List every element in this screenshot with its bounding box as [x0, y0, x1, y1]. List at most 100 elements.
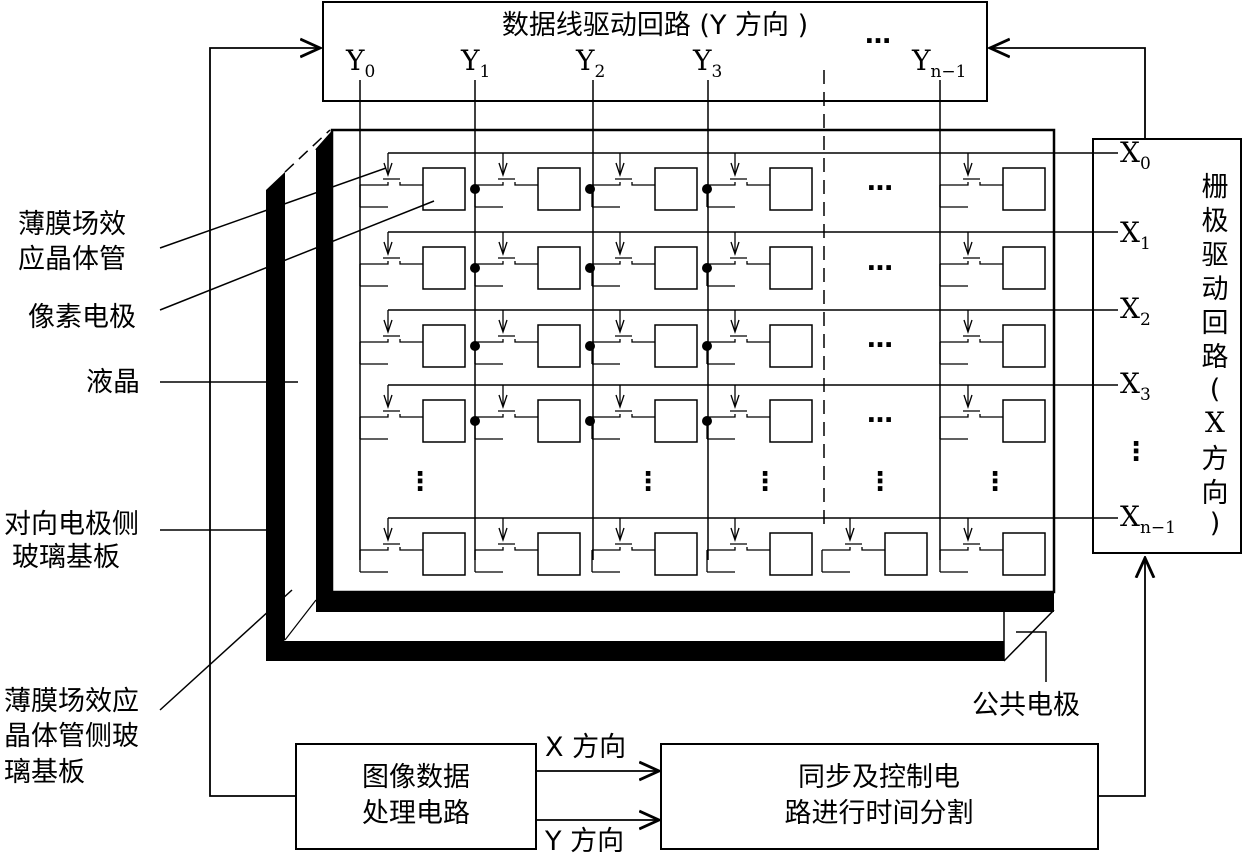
- pixel-electrode-r1c3: [769, 246, 813, 290]
- pixel-electrode-r1c1: [537, 246, 581, 290]
- feedback-loops: [209, 48, 1145, 797]
- tft-drain: [979, 339, 1003, 343]
- gate-arrow: [615, 241, 625, 257]
- tft-drain: [399, 339, 423, 343]
- gate-arrow: [615, 162, 625, 178]
- x-vertical-ellipsis: ⋮: [1123, 437, 1149, 467]
- pixel-matrix: …………⋮⋮⋮⋮⋮: [359, 70, 1118, 576]
- pixel-electrode-r2c0: [422, 324, 466, 368]
- tft-source: [592, 182, 621, 186]
- sync-control-circuit: [660, 743, 1099, 850]
- tft-drain: [399, 547, 423, 551]
- image-processor-line1: 图像数据: [362, 762, 470, 793]
- gate-arrow: [963, 394, 973, 410]
- tft-source: [940, 339, 969, 343]
- pixel-electrode-r2c2: [654, 324, 698, 368]
- gate-arrow: [730, 162, 740, 178]
- pixel-electrode-r4c5: [1002, 532, 1046, 576]
- tft-drain: [979, 182, 1003, 186]
- tft-drain: [861, 547, 885, 551]
- gate-arrow: [383, 241, 393, 257]
- tft-drain: [979, 547, 1003, 551]
- tft-drain: [514, 414, 538, 418]
- data-line-driver: [322, 1, 988, 102]
- tft-source: [360, 261, 389, 265]
- y2-label: Y2: [575, 44, 605, 82]
- tft-drain: [631, 182, 655, 186]
- tft-label-line1: 薄膜场效: [18, 209, 126, 240]
- pixel-electrode-r4c4: [884, 532, 928, 576]
- gate-arrow: [845, 527, 855, 543]
- tft-drain: [631, 261, 655, 265]
- pixel-electrode-r2c3: [769, 324, 813, 368]
- matrix-ellipsis: …: [867, 167, 893, 197]
- svg-text:X: X: [1205, 406, 1225, 439]
- gate-line-driver: [1092, 138, 1242, 554]
- tft-source: [475, 182, 504, 186]
- gate-arrow: [963, 527, 973, 543]
- pixel-electrode-r4c2: [654, 532, 698, 576]
- tft-source: [360, 547, 389, 551]
- pixel-electrode-r3c3: [769, 399, 813, 443]
- pixel-electrode-r0c1: [537, 167, 581, 211]
- gate-arrow: [730, 241, 740, 257]
- tft-source: [475, 414, 504, 418]
- common-electrode-label: 公共电极: [972, 690, 1080, 721]
- tft-label-line2: 应晶体管: [18, 244, 126, 275]
- tft-drain: [399, 261, 423, 265]
- matrix-vertical-ellipsis: ⋮: [752, 467, 778, 497]
- gate-arrow: [730, 527, 740, 543]
- counter-glass-label-line2: 玻璃基板: [12, 542, 120, 573]
- matrix-ellipsis: …: [867, 399, 893, 429]
- y0-label: Y0: [345, 44, 375, 82]
- tft-source: [940, 182, 969, 186]
- x3-label: X3: [1120, 367, 1151, 405]
- tft-source: [475, 261, 504, 265]
- matrix-vertical-ellipsis: ⋮: [635, 467, 661, 497]
- xn-label: Xn−1: [1120, 500, 1176, 538]
- svg-text:驱: 驱: [1202, 240, 1229, 271]
- svg-text:回: 回: [1202, 308, 1229, 339]
- tft-drain: [746, 339, 770, 343]
- pixel-electrode-r1c0: [422, 246, 466, 290]
- svg-text:向: 向: [1202, 478, 1229, 509]
- tft-source: [707, 182, 736, 186]
- image-data-processor: [295, 743, 537, 850]
- tft-drain: [979, 261, 1003, 265]
- gate-arrow: [383, 394, 393, 410]
- tft-source: [707, 547, 736, 551]
- tft-source: [822, 547, 851, 551]
- gate-arrow: [383, 527, 393, 543]
- liquid-crystal-label: 液晶: [86, 367, 140, 398]
- gate-arrow: [498, 394, 508, 410]
- tft-drain: [514, 182, 538, 186]
- tft-source: [707, 339, 736, 343]
- gate-arrow: [963, 241, 973, 257]
- tft-drain: [514, 339, 538, 343]
- y1-label: Y1: [460, 44, 490, 82]
- gate-arrow: [383, 162, 393, 178]
- tft-source: [592, 261, 621, 265]
- x1-label: X1: [1120, 216, 1151, 254]
- matrix-vertical-ellipsis: ⋮: [982, 467, 1008, 497]
- counter-glass-label-line1: 对向电极侧: [4, 509, 139, 540]
- gate-arrow: [498, 527, 508, 543]
- direction-arrows: [536, 771, 659, 820]
- pixel-electrode-r3c0: [422, 399, 466, 443]
- data-driver-ellipsis: …: [865, 20, 891, 50]
- gate-arrow: [615, 319, 625, 335]
- tft-glass-label-line3: 璃基板: [4, 757, 85, 788]
- svg-text:(: (: [1210, 374, 1221, 405]
- svg-text:动: 动: [1202, 274, 1229, 305]
- tft-drain: [631, 414, 655, 418]
- tft-glass-label-line2: 晶体管侧玻: [4, 721, 139, 752]
- svg-text:极: 极: [1202, 206, 1229, 237]
- tft-glass-label-line1: 薄膜场效应: [4, 686, 139, 717]
- pixel-electrode-r0c3: [769, 167, 813, 211]
- matrix-vertical-ellipsis: ⋮: [867, 467, 893, 497]
- leader-lines: [159, 167, 1047, 711]
- tft-source: [592, 339, 621, 343]
- gate-arrow: [730, 394, 740, 410]
